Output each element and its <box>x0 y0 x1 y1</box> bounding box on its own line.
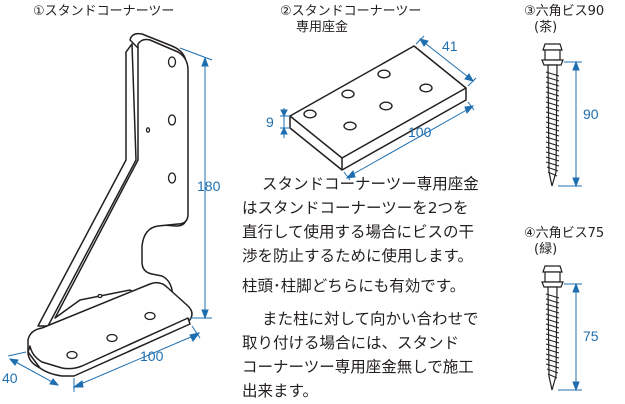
dimension-bracket-height: 180 <box>197 178 221 194</box>
hex-screw-90 <box>541 43 564 187</box>
description-line-6: また柱に対して向かい合わせで <box>262 310 479 328</box>
dimension-bracket-depth: 40 <box>2 370 18 386</box>
description-line-5: 柱頭･柱脚どちらにも有効です。 <box>242 277 466 295</box>
screw-75-dimension <box>558 282 582 392</box>
hex-screw-75 <box>541 265 564 391</box>
screw-90-threads <box>545 71 560 177</box>
item3-label-line2: (茶) <box>534 20 558 35</box>
description-line-3: 直行して使用する場合にビスの干 <box>242 223 475 241</box>
description-line-8: コーナーツー専用座金無しで施工 <box>242 358 474 376</box>
washer-dimension-lines <box>280 35 477 181</box>
dimension-washer-thickness: 9 <box>266 114 274 130</box>
description-line-4: 渉を防止するために使用します。 <box>242 247 473 265</box>
dimension-screw-90: 90 <box>583 106 599 122</box>
washer-holes <box>303 69 433 131</box>
item2-label-line1: ②スタンドコーナーツー <box>280 4 422 19</box>
description-line-1: スタンドコーナーツー専用座金 <box>262 175 479 193</box>
screw-75-threads <box>545 293 560 379</box>
stand-corner-bracket <box>27 32 193 377</box>
bracket-dimension-lines <box>7 47 213 392</box>
item4-label-line1: ④六角ビス75 <box>524 226 605 241</box>
bracket-holes <box>66 56 177 360</box>
item3-label-line1: ③六角ビス90 <box>524 4 605 19</box>
screw-90-dimension <box>558 60 582 188</box>
dimension-washer-width: 41 <box>442 38 458 54</box>
item1-label: ①スタンドコーナーツー <box>33 4 175 19</box>
description-line-2: はスタンドコーナーツーを2つを <box>242 199 469 217</box>
washer-plate <box>289 45 467 171</box>
item2-label-line2: 専用座金 <box>296 20 349 35</box>
description-line-7: 取り付ける場合には、スタンド <box>242 334 460 352</box>
dimension-bracket-width: 100 <box>140 348 164 364</box>
item4-label-line2: (緑) <box>534 242 558 257</box>
dimension-screw-75: 75 <box>583 328 599 344</box>
description-line-9: 出来ます。 <box>242 382 318 400</box>
dimension-washer-length: 100 <box>408 124 432 140</box>
